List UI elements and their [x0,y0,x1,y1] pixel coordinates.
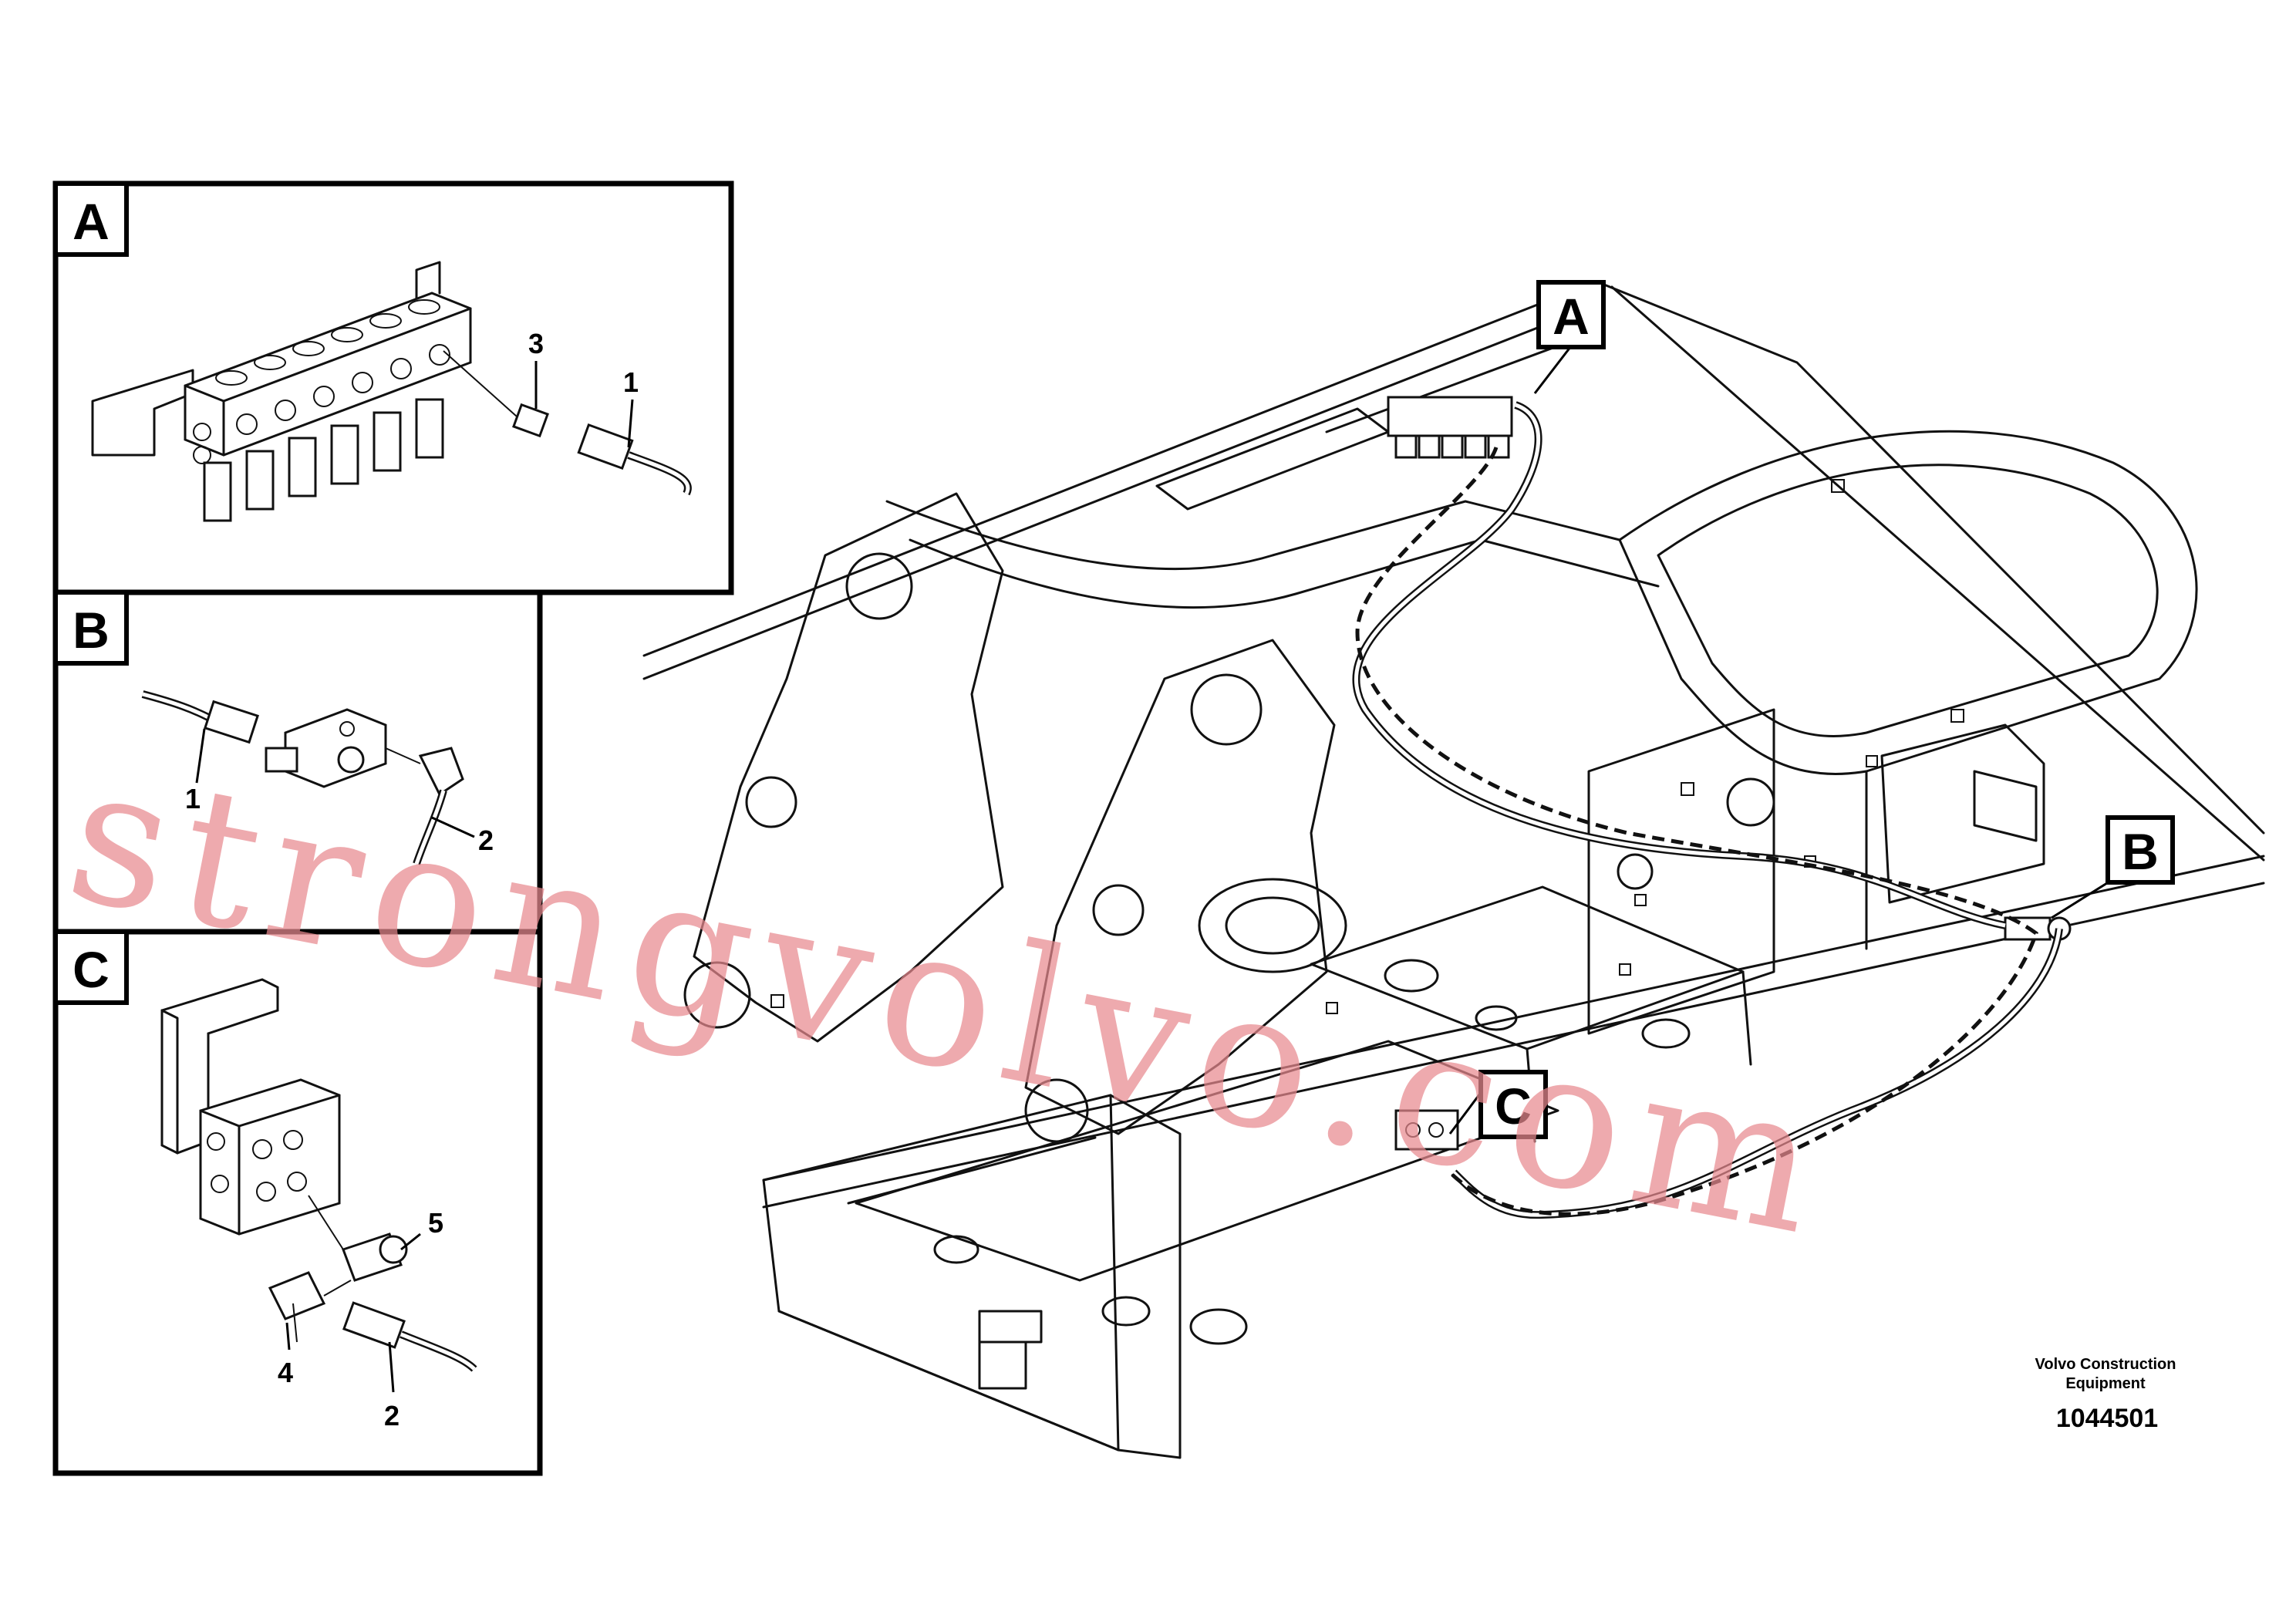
panel-a-callout-1: 1 [623,366,639,398]
main-tag-b-label: B [2122,823,2159,880]
panel-c-callout-5: 5 [428,1207,443,1239]
detail-panel-a: A 3 [52,180,734,595]
panel-a-tag: A [72,193,110,250]
main-tag-a-label: A [1553,288,1590,345]
panel-b-callout-1: 1 [185,783,201,814]
main-lower-block [1394,1109,1459,1151]
caption-block: Volvo Construction Equipment 1044501 [2035,1356,2176,1433]
panel-c-callout-4: 4 [278,1357,293,1388]
detail-panel-b: B 1 2 [52,589,543,935]
caption-company: Volvo Construction [2035,1356,2176,1373]
detail-panel-c: C 5 4 2 [52,929,543,1476]
panel-c-callout-2: 2 [384,1400,400,1431]
main-hose-upper [1352,401,2006,929]
main-assembly-view [642,280,2265,1459]
main-tag-b: B [2051,815,2175,919]
hidden-hose-route [1355,447,2038,1216]
main-tag-c: C [1448,1070,1548,1139]
caption-division: Equipment [2065,1375,2146,1392]
main-distribution-block [1387,396,1513,459]
panel-c-tag: C [72,941,110,998]
panel-b-tag: B [72,602,110,659]
panel-a-callout-3: 3 [528,328,544,359]
main-tag-a: A [1533,280,1606,394]
main-tag-c-label: C [1495,1077,1532,1135]
panel-b-callout-2: 2 [478,824,494,856]
document-number: 1044501 [2056,1404,2158,1433]
